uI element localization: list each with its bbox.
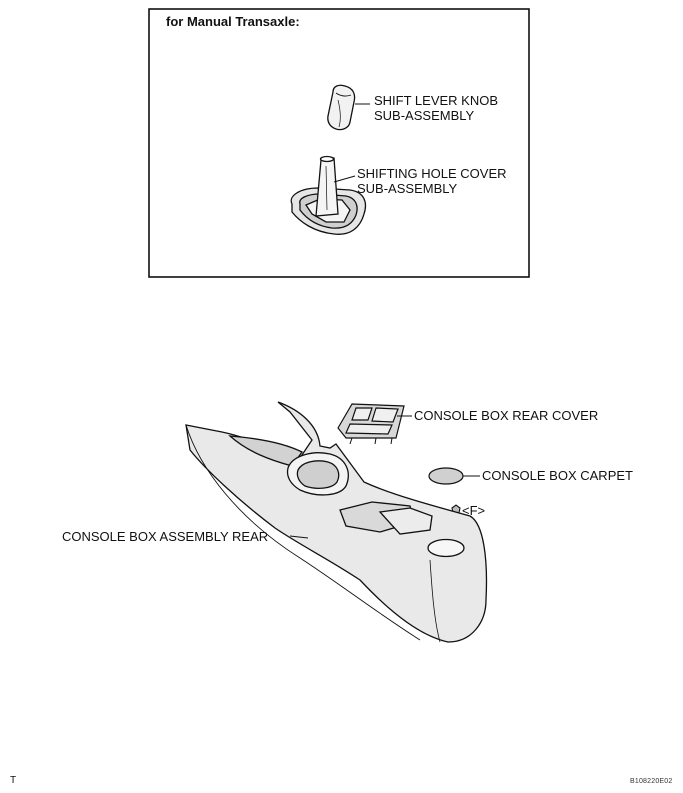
fastener-label: <F> (462, 503, 486, 518)
console-carpet-illustration (428, 467, 464, 485)
shift-lever-knob-illustration (327, 84, 356, 131)
rear-cover-label: CONSOLE BOX REAR COVER (414, 408, 599, 423)
inset-frame (148, 8, 530, 278)
footer-mark: T (10, 775, 17, 786)
knob-label-line1: SHIFT LEVER KNOB (374, 93, 499, 108)
carpet-label: CONSOLE BOX CARPET (482, 468, 633, 483)
assembly-label: CONSOLE BOX ASSEMBLY REAR (62, 529, 269, 544)
inset-title: for Manual Transaxle: (166, 14, 300, 29)
cover-label-line1: SHIFTING HOLE COVER (357, 166, 507, 181)
shifting-hole-cover-illustration (290, 155, 367, 235)
figure-code: B108220E02 (630, 778, 673, 785)
cover-leader (333, 175, 356, 183)
console-rear-cover-illustration (337, 403, 405, 445)
knob-label-line2: SUB-ASSEMBLY (374, 108, 475, 123)
assembly-leader (289, 535, 309, 539)
cover-label-line2: SUB-ASSEMBLY (357, 181, 458, 196)
console-box-assembly-illustration (185, 401, 488, 643)
